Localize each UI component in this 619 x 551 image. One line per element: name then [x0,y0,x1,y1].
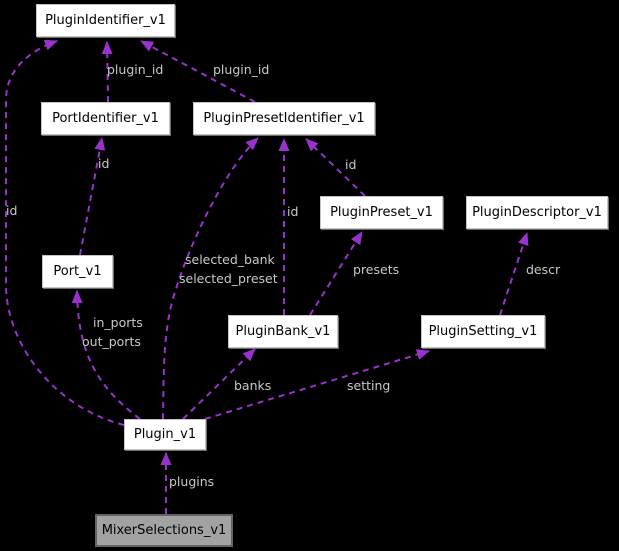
edge-label: descr [526,262,561,277]
edge-label: id [287,204,298,219]
node-label: PluginPreset_v1 [330,205,433,220]
edge-label: selected_bank [185,252,276,267]
edge-label: out_ports [82,334,141,349]
edge-plugin-to-plugin-identifier [5,39,125,426]
edge-label: banks [234,378,271,393]
node-plugin-descriptor[interactable]: PluginDescriptor_v1 [466,196,608,229]
edge-label: setting [347,378,390,393]
edge-plugin-setting-to-plugin-descriptor [499,232,529,316]
edge-plugin-bank-to-plugin-preset [309,231,363,316]
edge-plugin-to-port [71,290,141,420]
edge-label: plugin_id [107,62,163,77]
edge-label: plugin_id [213,62,269,77]
node-plugin-preset[interactable]: PluginPreset_v1 [320,196,443,229]
node-plugin[interactable]: Plugin_v1 [124,419,206,450]
edge-plugin-preset-to-plugin-preset-identifier [305,138,366,197]
node-plugin-preset-identifier[interactable]: PluginPresetIdentifier_v1 [193,102,375,135]
node-plugin-setting[interactable]: PluginSetting_v1 [421,315,545,348]
node-plugin-identifier[interactable]: PluginIdentifier_v1 [36,4,175,37]
edge-plugin-to-plugin-bank [182,348,256,420]
node-label: PluginSetting_v1 [428,324,538,339]
edge-label: id [345,157,356,172]
edges-group [5,39,529,514]
node-label: PortIdentifier_v1 [52,111,159,126]
node-label: PluginBank_v1 [235,324,331,339]
node-port[interactable]: Port_v1 [42,255,113,288]
node-port-identifier[interactable]: PortIdentifier_v1 [41,102,170,135]
edge-label: presets [353,262,399,277]
edge-port-to-port-identifier [79,137,106,256]
edge-label: id [6,203,17,218]
node-plugin-bank[interactable]: PluginBank_v1 [228,315,338,348]
edge-label: plugins [169,474,214,489]
node-label: Plugin_v1 [133,427,197,442]
edge-label: in_ports [93,315,143,330]
node-label: MixerSelections_v1 [101,523,227,538]
node-label: PluginIdentifier_v1 [45,13,166,28]
node-label: PluginDescriptor_v1 [472,205,602,220]
node-label: Port_v1 [53,264,102,279]
node-label: PluginPresetIdentifier_v1 [203,111,365,126]
edge-label: selected_preset [179,271,278,286]
node-mixer-selections: MixerSelections_v1 [95,514,233,547]
edge-label: id [98,156,109,171]
